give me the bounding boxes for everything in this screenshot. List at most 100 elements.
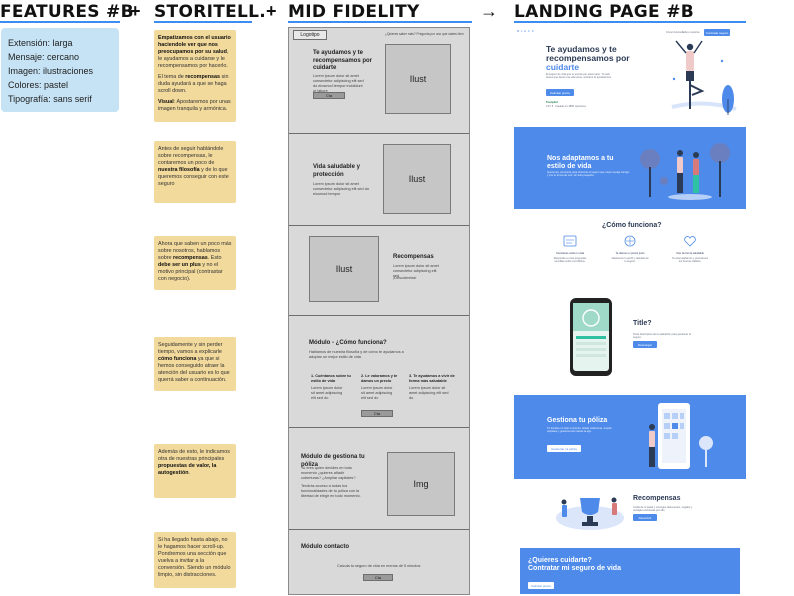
lp-hero-title: Te ayudamos y te recompensamos por cuida… [546, 44, 630, 72]
lp-how-step-title: Cuéntanos sobre tu vida [555, 252, 585, 255]
lp-rewards-button[interactable]: Descubrir [633, 514, 657, 521]
phone-mockup-icon [570, 298, 612, 376]
lp-adapt-text: Queremos conocerte para ofrecerte el seg… [547, 171, 630, 178]
lp-final-title: ¿Quieres cuidarte? Contratar mi seguro d… [528, 557, 621, 572]
lp-how-section: ¿Cómo funciona? Cuéntanos sobre tu vida … [514, 214, 746, 282]
lp-trust-badge: Trustpilot [546, 101, 558, 104]
wire-step-text: Lorem ipsum dolor sit amet adipiscing el… [409, 386, 449, 400]
wire-how-title: Módulo - ¿Cómo funciona? [309, 340, 387, 346]
header-features: FEATURES #B [0, 2, 134, 22]
story-note-3: Ahora que saben un poco más sobre nosotr… [154, 236, 236, 290]
lp-manage-button[interactable]: Gestionar mi póliza [547, 445, 581, 452]
lp-how-step-text: Te acompañamos y premiamos tus buenos há… [671, 257, 709, 264]
wire-hero-section: Logotipo ¿Quieres saber más? Pregunta po… [289, 28, 469, 134]
plus-sign: + [130, 1, 141, 21]
lp-rewards-section: Recompensas Cuida de tu salud y consigue… [514, 484, 746, 534]
wire-contact-section: Módulo contacto Calcula tu seguro de vid… [289, 530, 469, 594]
wire-rewards-illustration: Ilust [309, 236, 379, 302]
wire-step-title: 1. Cuéntanos sobre tu estilo de vida [311, 374, 351, 383]
wire-contact-text: Calcula tu seguro de vida en menos de 5 … [337, 564, 421, 568]
wireframe: Logotipo ¿Quieres saber más? Pregunta po… [288, 27, 470, 595]
wire-step-text: Lorem ipsum dolor sit amet adipiscing el… [311, 386, 343, 400]
couple-illustration [640, 143, 730, 200]
lp-brand-logo: B L A C K [517, 29, 535, 33]
wire-rewards-title: Recompensas [393, 254, 434, 260]
lp-manage-section: Gestiona tu póliza Tú decides en todo mo… [514, 395, 746, 479]
lp-manage-title: Gestiona tu póliza [547, 417, 608, 424]
lp-final-button[interactable]: Calcular precio [528, 582, 554, 589]
wire-how-text: Hablamos de nuestra filosofía y de cómo … [309, 350, 404, 359]
lp-rewards-text: Cuida de tu salud y consigue descuentos,… [633, 506, 693, 513]
wire-life-illustration: Ilust [383, 144, 451, 214]
wire-logo: Logotipo [293, 30, 327, 40]
wire-rewards-section: Ilust Recompensas Lorem ipsum dolor sit … [289, 226, 469, 316]
story-note-1: Empatizamos con el usuario haciendole ve… [154, 30, 236, 122]
header-rule-wireframe [288, 21, 472, 23]
feature-item: Extensión: larga [8, 38, 73, 48]
trophy-illustration [556, 497, 624, 530]
wire-step-title: 2. Le valoramos y te damos un precio [361, 374, 398, 383]
yoga-illustration [671, 40, 737, 115]
lp-app-text: Texto descriptivo de la aplicación para … [633, 333, 691, 340]
wire-manage-text-2: Tendrás acceso a todas tus funcionalidad… [301, 484, 361, 498]
wire-hero-title: Te ayudamos y te recompensamos por cuida… [313, 50, 373, 71]
wire-manage-image: Img [387, 452, 455, 516]
wire-manage-section: Módulo de gestiona tu póliza Tu eres qui… [289, 428, 469, 530]
wire-step-title: 3. Te ayudamos a vivir de forma más salu… [409, 374, 455, 383]
lp-how-step-title: Te damos un precio justo [615, 252, 645, 255]
wire-step-text: Lorem ipsum dolor sit amet adipiscing el… [361, 386, 393, 400]
wire-rewards-text: Lorem ipsum dolor sit amet consectetur a… [393, 264, 439, 278]
lp-hero-cta-button[interactable]: Calcular precio [546, 89, 574, 96]
lp-nav-link[interactable]: Cómo funciona [666, 31, 684, 34]
feature-item: Colores: pastel [8, 80, 69, 90]
arrow-right-icon: → [480, 1, 498, 21]
header-rule-story [154, 21, 252, 23]
feature-item: Mensaje: cercano [8, 52, 80, 62]
header-landing: LANDING PAGE #B [514, 2, 694, 22]
wire-hero-text: Lorem ipsum dolor sit amet consectetur a… [313, 74, 364, 93]
lp-adapt-title: Nos adaptamos a tu estilo de vida [547, 155, 614, 170]
feature-item: Imagen: ilustraciones [8, 66, 94, 76]
story-note-2: Antes de seguir hablándole sobre recompe… [154, 141, 236, 203]
calendar-phone-illustration [649, 403, 713, 469]
lp-app-title: Title? [633, 320, 652, 327]
features-card: Extensión: larga Mensaje: cercano Imagen… [1, 28, 119, 112]
story-note-4: Seguidamente y sin perder tiempo, vamos … [154, 337, 236, 391]
lp-app-download-button[interactable]: Descargar [633, 341, 657, 348]
wire-manage-text-1: Tu eres quien decides en todo momento ¿q… [301, 466, 356, 480]
lp-hero-text: El seguro de vida que te premia por esta… [546, 73, 612, 80]
wire-life-text: Lorem ipsum dolor sit amet consectetur a… [313, 182, 369, 196]
wire-topbar-text: ¿Quieres saber más? Pregunta por uno que… [385, 32, 464, 36]
lp-app-section: Title? Texto descriptivo de la aplicació… [514, 290, 746, 380]
lp-manage-text: Tú decides en todo momento: añade cobert… [547, 427, 612, 434]
wire-hero-cta[interactable]: Cta [313, 92, 345, 99]
lp-hero: B L A C K Cómo funciona Sobre nosotros C… [514, 27, 746, 117]
wire-how-cta[interactable]: Cta [361, 410, 393, 417]
lp-adapt-section: Nos adaptamos a tu estilo de vida Querem… [514, 127, 746, 209]
lp-nav-link[interactable]: Sobre nosotros [682, 31, 700, 34]
header-rule-landing [514, 21, 746, 23]
lp-how-step-text: Responde a unas preguntas sencillas sobr… [553, 257, 587, 264]
story-note-6: Si ha llegado hasta abajo, no le hagamos… [154, 532, 236, 588]
heart-icon [684, 236, 696, 247]
form-icon [563, 235, 577, 247]
wire-manage-title: Módulo de gestiona tu póliza [301, 454, 365, 468]
wire-life-title: Vida saludable y protección [313, 164, 360, 178]
header-wireframe: MID FIDELITY [288, 2, 420, 22]
header-rule-features [0, 21, 120, 23]
lp-how-step-text: Valoramos tu perfil y calculamos tu segu… [611, 257, 649, 264]
wire-contact-cta[interactable]: Cta [363, 574, 393, 581]
wire-rewards-link[interactable]: ¡Descúbrelas! [393, 276, 417, 280]
wire-hero-illustration: Ilust [385, 44, 451, 114]
wire-how-section: Módulo - ¿Cómo funciona? Hablamos de nue… [289, 316, 469, 428]
lp-nav-cta-button[interactable]: Contratar seguro [704, 29, 730, 36]
lp-rewards-title: Recompensas [633, 495, 681, 502]
feature-item: Tipografía: sans serif [8, 94, 92, 104]
story-note-5: Además de esto, le indicamos otra de nue… [154, 444, 236, 498]
wire-life-section: Vida saludable y protección Lorem ipsum … [289, 134, 469, 226]
lp-final-cta-section: ¿Quieres cuidarte? Contratar mi seguro d… [520, 548, 740, 594]
lp-how-title: ¿Cómo funciona? [602, 222, 662, 229]
scales-icon [624, 235, 636, 247]
header-story: STORITELL. [154, 2, 267, 22]
lp-rating: 4,8 / 5 · basado en 1800 opiniones [546, 105, 586, 108]
